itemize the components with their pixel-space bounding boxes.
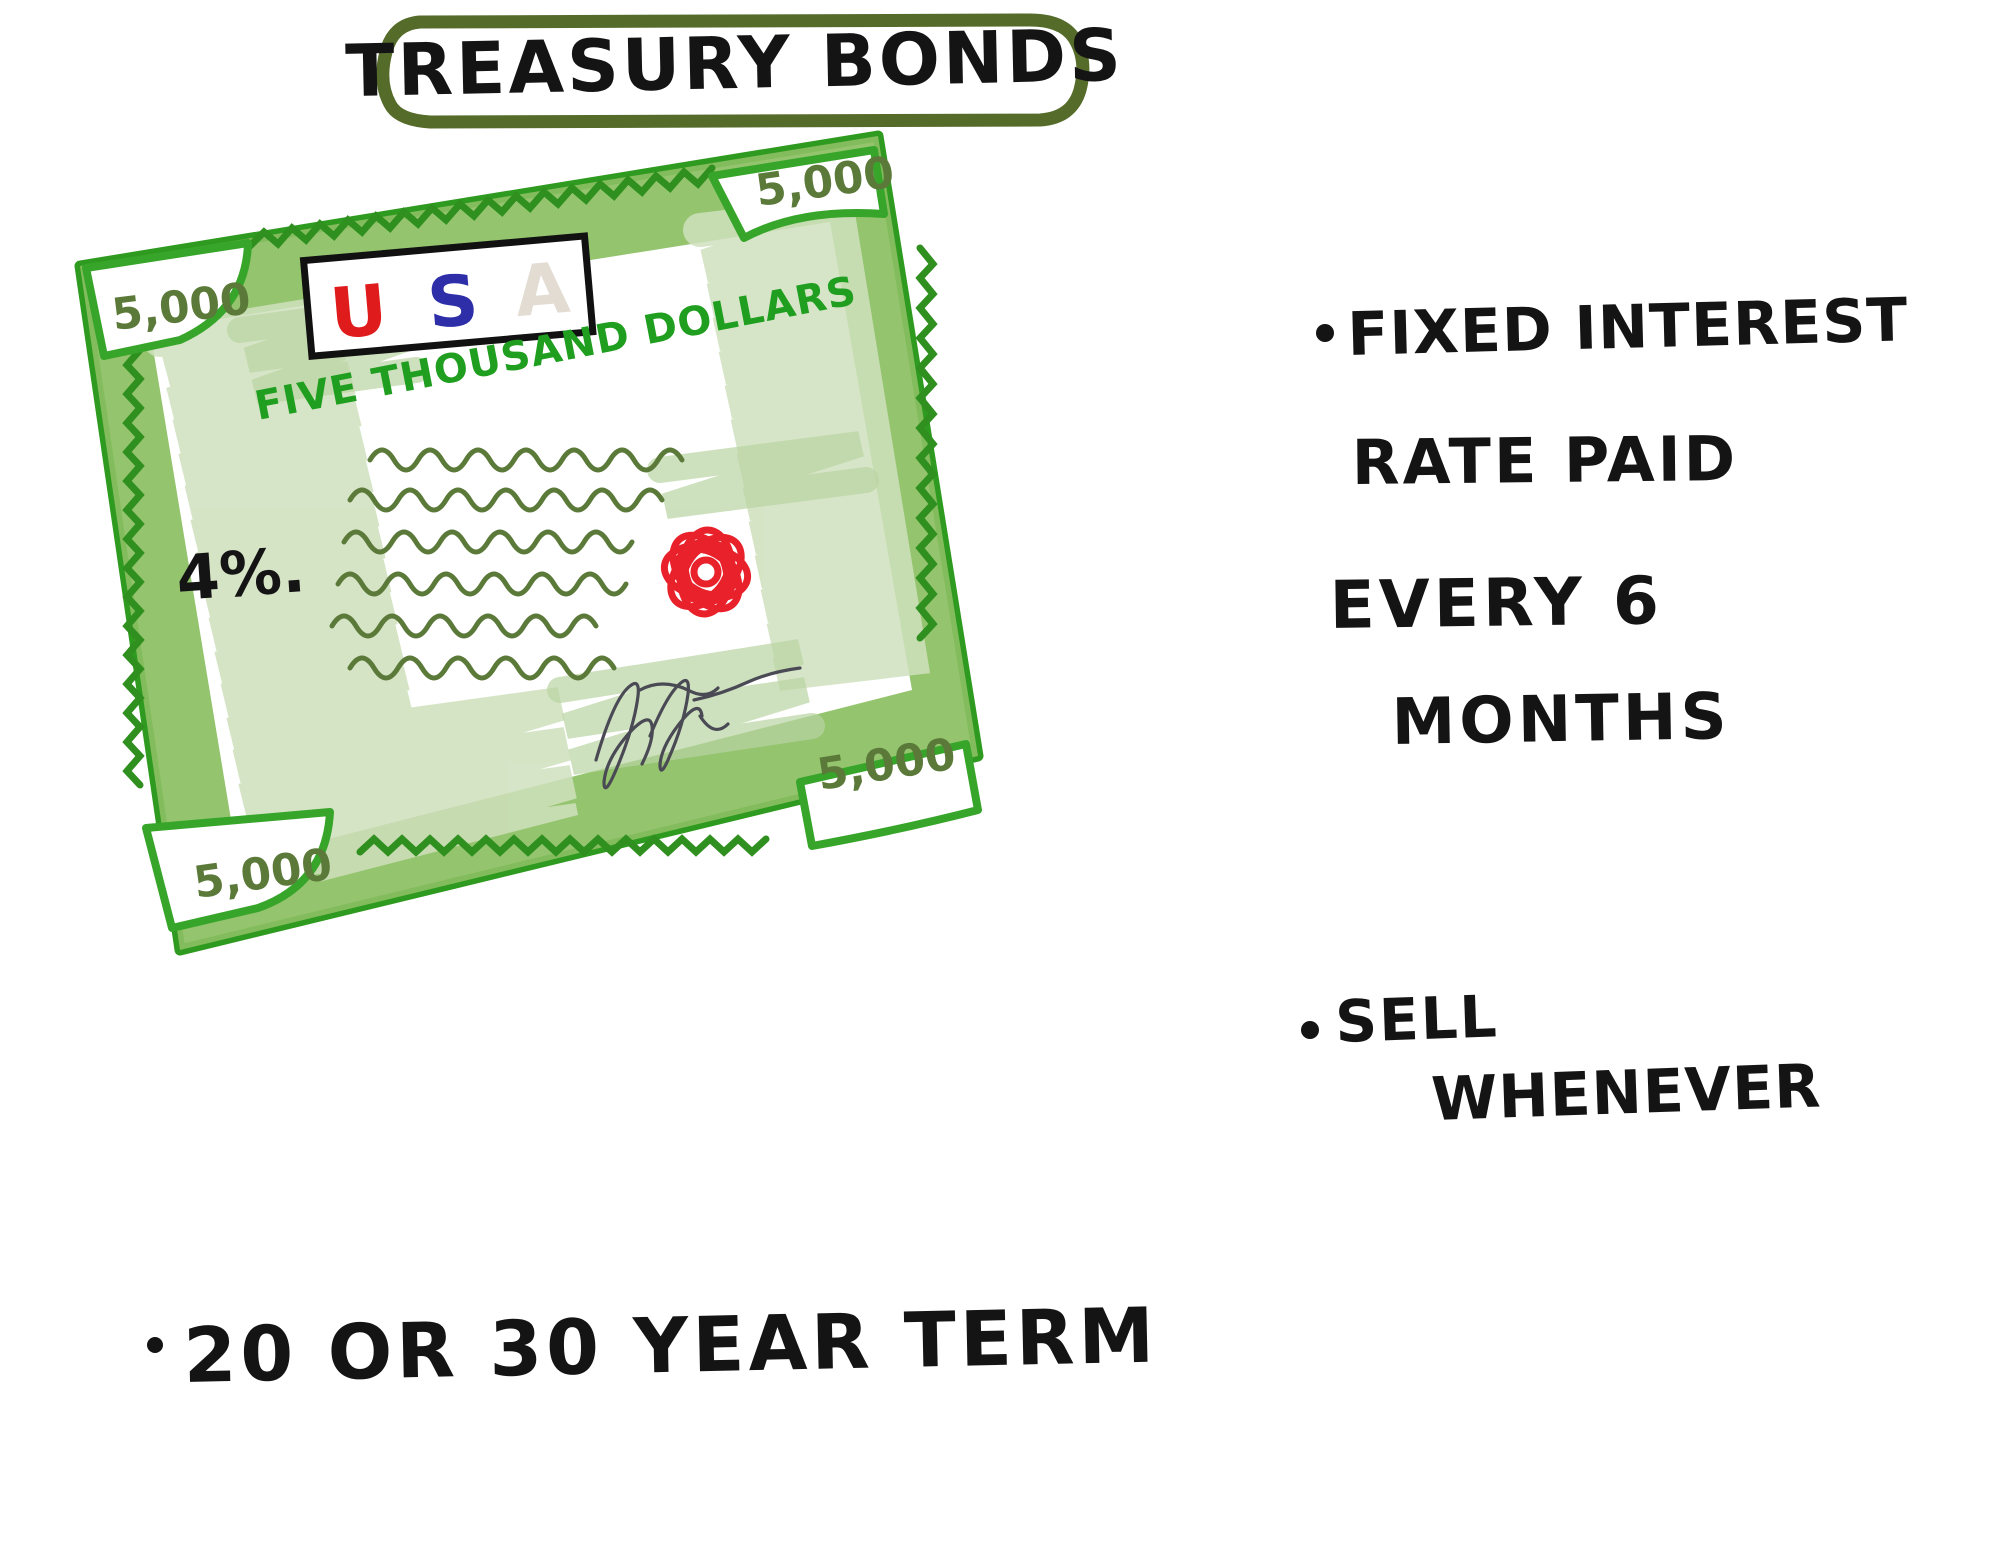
country-stamp: U S A (299, 232, 597, 361)
bullet-dot-icon (147, 1337, 163, 1353)
bullet-fixed-interest-line-4: MONTHS (1391, 680, 1731, 760)
country-stamp-letter-s: S (424, 259, 481, 345)
corner-medallions (82, 146, 982, 932)
signature-scribble (594, 666, 802, 790)
bullet-sell-whenever-line-1: SELL (1334, 982, 1500, 1056)
red-seal (660, 526, 752, 618)
bullet-term-length: 20 OR 30 YEAR TERM (147, 1291, 1159, 1400)
country-stamp-letter-u: U (327, 269, 391, 356)
bullet-fixed-interest-line-3: EVERY 6 (1329, 562, 1663, 644)
bullet-dot-icon (1316, 324, 1334, 342)
bullet-sell-whenever: SELL WHENEVER (1301, 982, 1823, 1135)
border-squiggle (122, 164, 938, 857)
country-stamp-box (299, 232, 597, 361)
bullet-fixed-interest-line-1: FIXED INTEREST (1347, 285, 1910, 370)
certificate-wavy-lines (329, 447, 685, 681)
bullet-fixed-interest-line-2: RATE PAID (1351, 422, 1738, 499)
bullet-fixed-interest: FIXED INTEREST RATE PAID EVERY 6 MONTHS (1316, 285, 1909, 760)
page-title: TREASURY BONDS (345, 13, 1125, 113)
interest-rate-label: 4%. (174, 533, 308, 615)
bullet-term-length-line-1: 20 OR 30 YEAR TERM (183, 1291, 1159, 1400)
bullet-sell-whenever-line-2: WHENEVER (1430, 1051, 1822, 1135)
bullet-dot-icon (1301, 1021, 1319, 1039)
country-stamp-letter-a: A (512, 247, 573, 333)
title-banner-outline (376, 13, 1090, 129)
